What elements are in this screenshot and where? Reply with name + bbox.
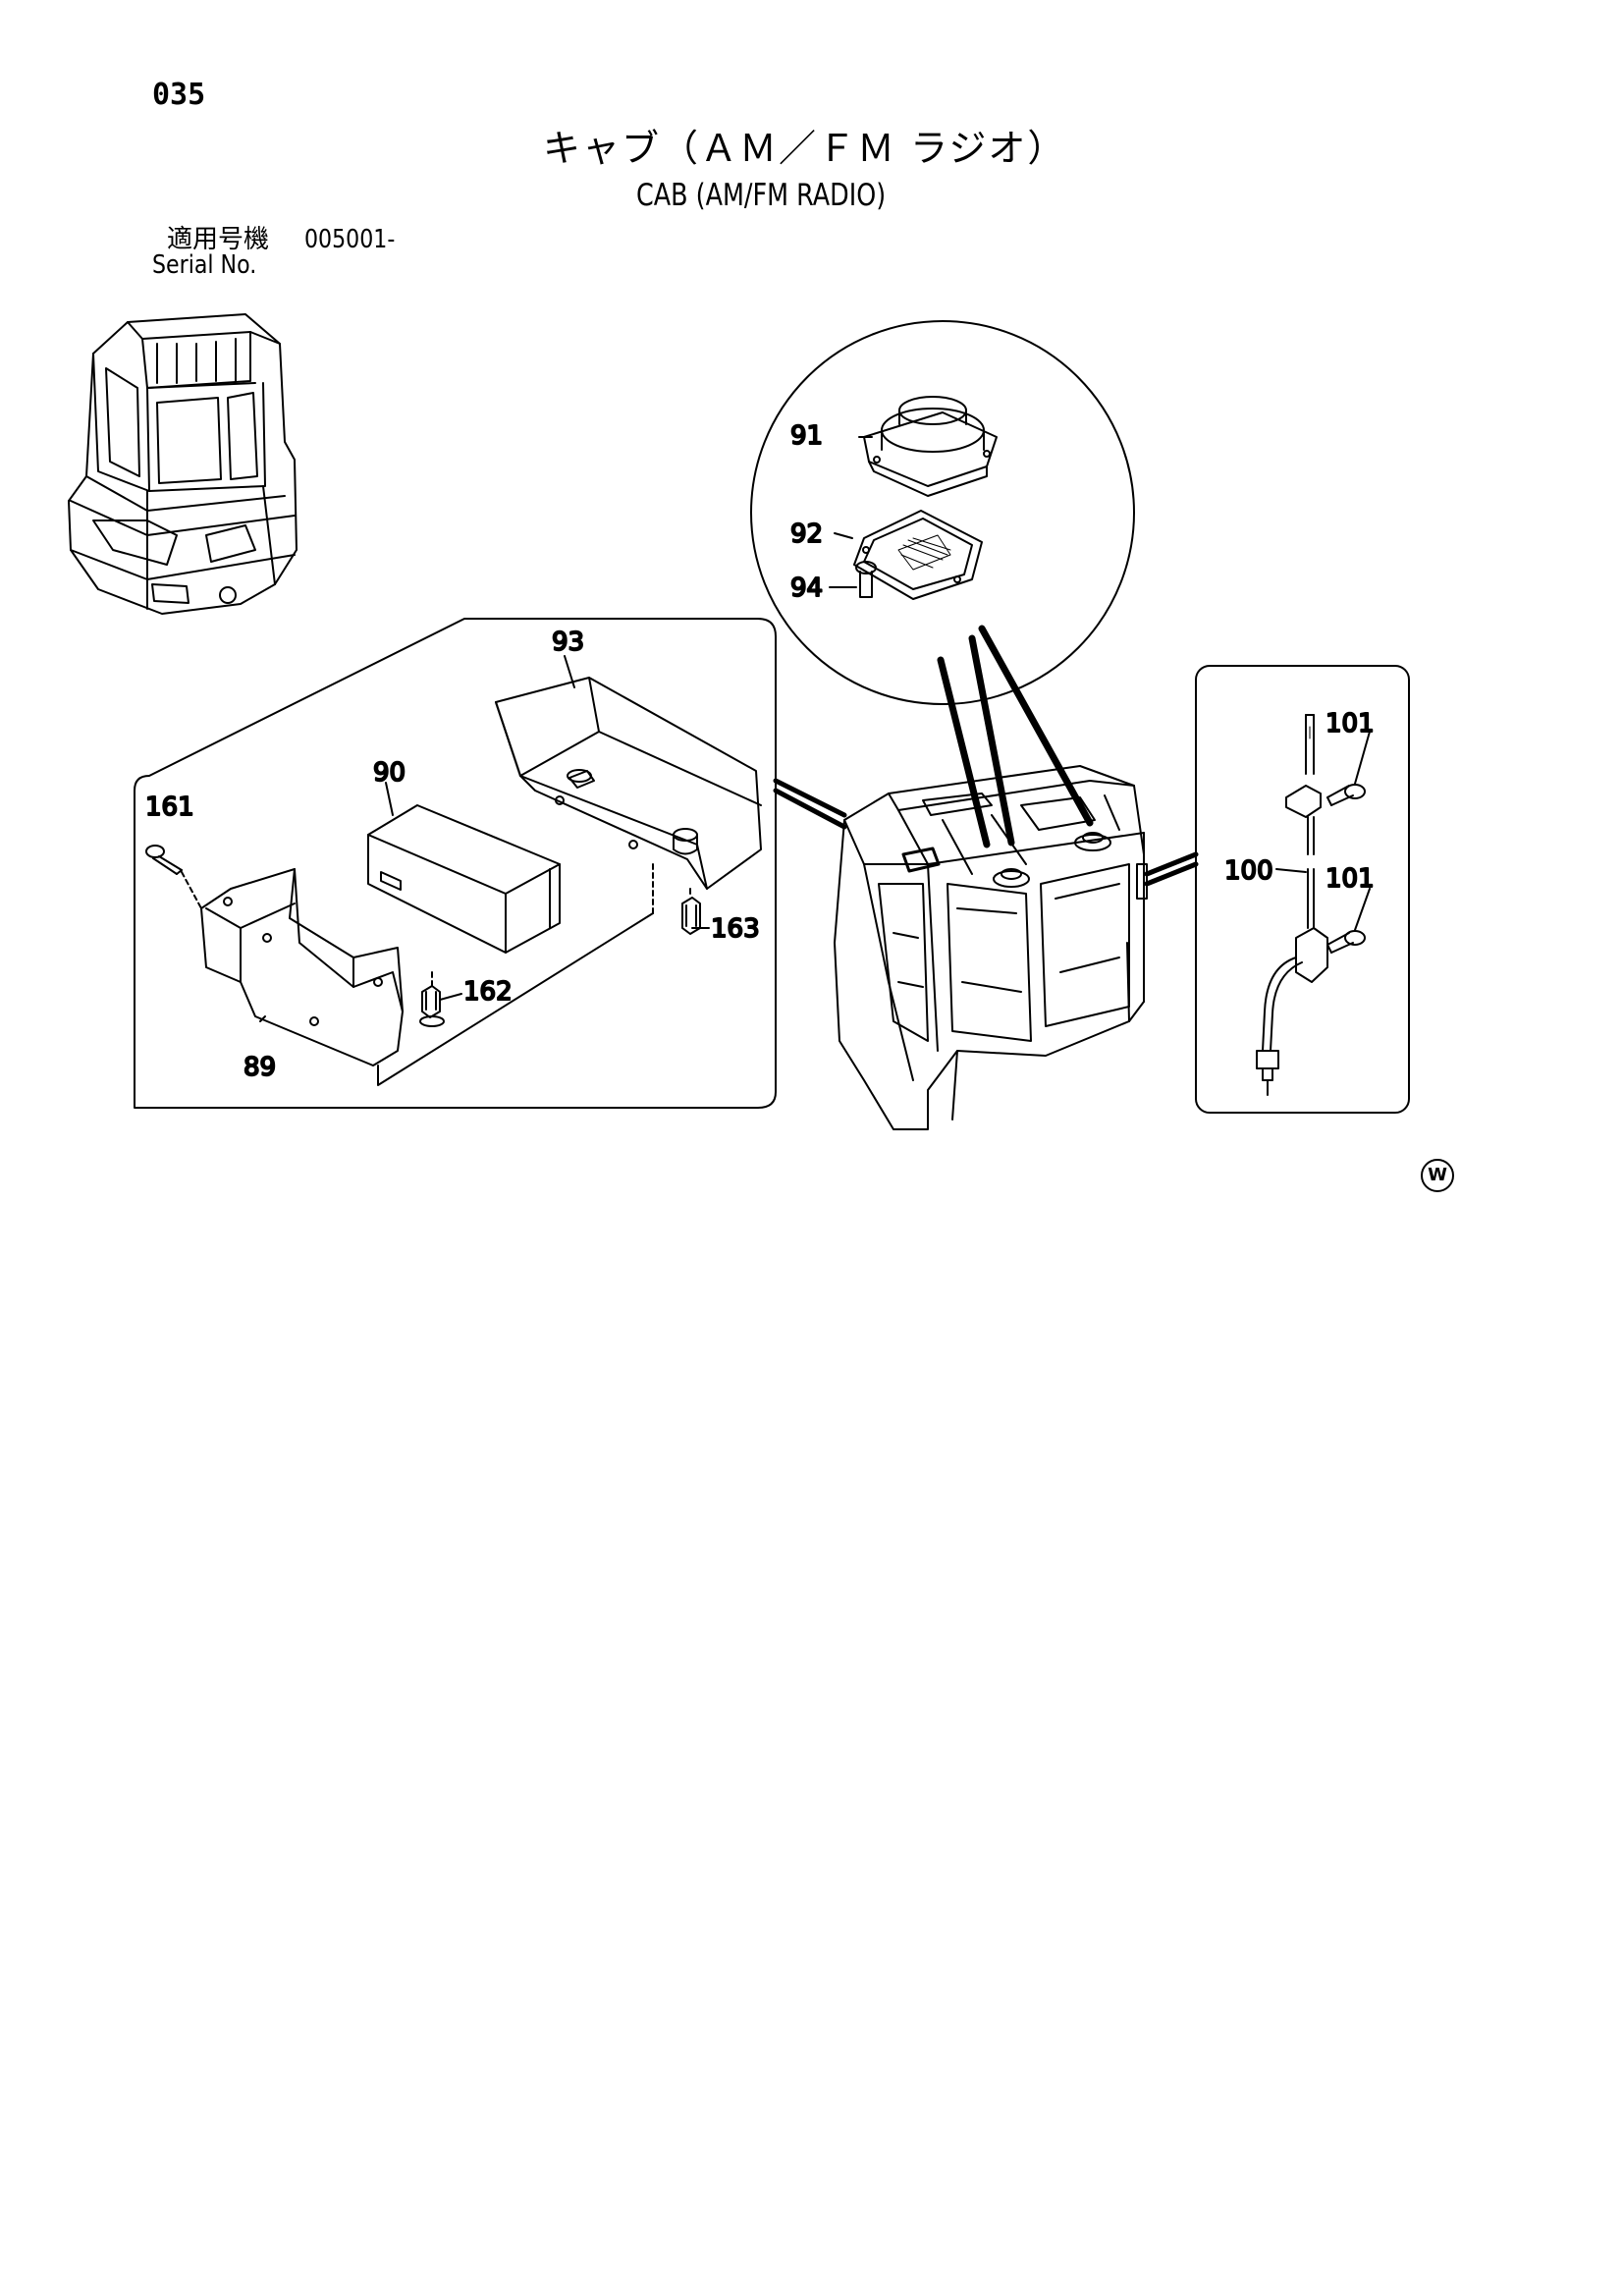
detail-frame-antenna [1195,665,1410,1114]
serial-label-japanese: 適用号機 [167,225,270,254]
title-japanese: キャブ（ＡＭ／ＦＭ ラジオ） [543,127,1067,170]
label-part-161: 161 [145,793,194,822]
label-part-101-lower: 101 [1325,864,1375,894]
radio-bracket [200,868,404,1066]
label-part-101-upper: 101 [1325,709,1375,738]
radio-cover [495,677,762,890]
detail-frame-radio [134,618,777,1109]
leader-radio [773,778,847,818]
antenna [1256,714,1328,1096]
label-part-163: 163 [711,914,760,944]
machine-thumbnail [68,313,298,615]
copyright-mark: W [1421,1159,1454,1192]
label-part-100: 100 [1224,856,1273,886]
label-part-90: 90 [373,758,406,788]
title-english: CAB (AM/FM RADIO) [636,178,887,213]
label-part-91: 91 [790,421,823,451]
cab-main [834,765,1148,1130]
detail-circle-speaker [750,320,1135,705]
speaker [863,396,998,497]
label-part-162: 162 [463,977,513,1007]
page-number: 035 [152,78,206,112]
label-part-94: 94 [790,574,823,603]
label-part-93: 93 [552,628,584,657]
label-part-89: 89 [243,1053,276,1082]
speaker-grille [853,510,983,600]
serial-number: 005001- [304,225,396,254]
assembly-line [377,912,654,1086]
bolt-101-upper [1326,784,1366,806]
screw-94 [855,561,877,598]
label-part-92: 92 [790,519,823,549]
bolt-161 [145,845,202,909]
serial-label-english: Serial No. [152,250,257,280]
bolt-101-lower [1326,930,1366,954]
radio-unit [367,804,561,954]
bolt-162 [419,971,445,1027]
